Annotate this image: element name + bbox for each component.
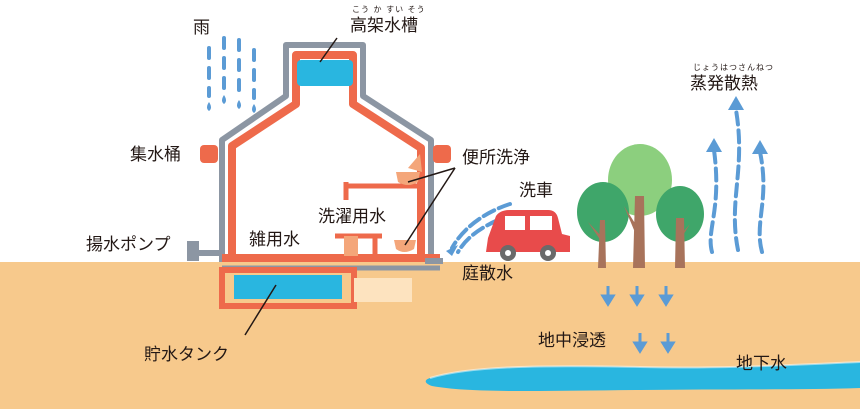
toilet-upper [396, 172, 420, 185]
gutter-right [433, 145, 451, 163]
label-storage-tank: 貯水タンク [144, 345, 229, 365]
rain-drops [207, 36, 256, 100]
label-evapotranspiration: 蒸発散熱 [690, 74, 758, 94]
pump [187, 241, 221, 261]
storage-tank [234, 275, 342, 299]
label-infiltration: 地中浸透 [538, 331, 606, 351]
toilet-lower [394, 240, 416, 252]
label-groundwater: 地下水 [736, 354, 787, 374]
groundwater-stream [425, 362, 860, 392]
car [486, 210, 570, 261]
label-gutter: 集水桶 [130, 145, 181, 165]
label-evapotranspiration-ruby: じょうはつさんねつ [693, 63, 774, 72]
label-misc-water: 雑用水 [249, 230, 300, 250]
label-elevated-tank: 高架水槽 [350, 16, 418, 36]
label-pump: 揚水ポンプ [86, 235, 171, 255]
label-laundry-water: 洗濯用水 [318, 207, 386, 227]
label-rain: 雨 [193, 18, 210, 38]
trees [577, 144, 704, 268]
infiltration-arrows [600, 286, 676, 354]
label-garden-watering: 庭散水 [462, 264, 513, 284]
label-toilet-flush: 便所洗浄 [462, 148, 530, 168]
gutter-left [200, 145, 218, 163]
elevated-tank [297, 60, 353, 86]
label-elevated-tank-ruby: こう か すい そう [352, 5, 426, 14]
label-car-wash: 洗車 [519, 181, 553, 201]
